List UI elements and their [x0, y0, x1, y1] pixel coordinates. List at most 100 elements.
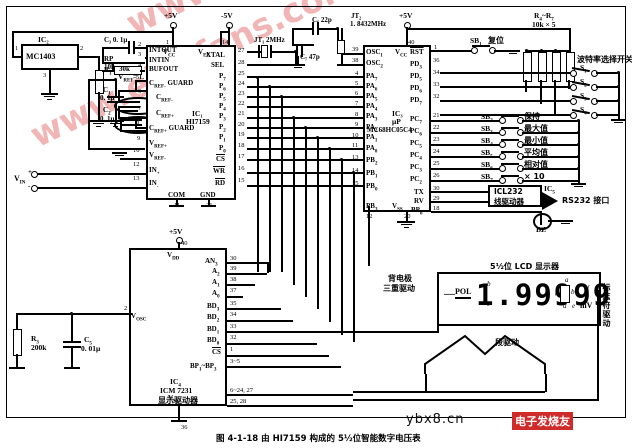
wire-vosc: [120, 313, 132, 315]
ic3-pinname-pc5: PC5: [410, 139, 422, 150]
lcd-seg-d: d: [563, 302, 567, 310]
node-rbank-1: [525, 49, 528, 52]
ic1-part: HI7159: [186, 117, 210, 126]
wire-r3-up: [16, 313, 18, 329]
ic1-pinname-wr: WR: [213, 167, 226, 175]
ic1-body: [146, 45, 236, 200]
wire-flag-drive-bottom: [353, 399, 599, 401]
wire-flag-drive: [597, 290, 599, 400]
wire-n5v-down: [228, 27, 230, 47]
wire-vref-cap-gnd: [115, 102, 117, 120]
site-logo: 电子发烧友: [512, 412, 573, 430]
lcd-panel: [437, 272, 601, 326]
node-rbank-3: [554, 49, 557, 52]
sb3-contact-left[interactable]: [499, 129, 506, 136]
wire-sb1-right: [494, 50, 513, 52]
wire-c6node-to-osc2: [337, 64, 363, 66]
ic4-desc: 显示驱动器: [158, 396, 198, 405]
ic1-pin-28: 28: [238, 59, 245, 66]
wire-c1-bl: [118, 106, 120, 118]
wire-bp6: [431, 211, 541, 213]
c7-label: C₇ 47p: [300, 53, 320, 61]
sb4-label: 最小值: [524, 136, 548, 145]
s4-contact-a[interactable]: [570, 112, 577, 119]
wire-sb2-line: [431, 120, 500, 122]
stub-ic1-8v: [135, 118, 137, 128]
stub-ic1-5: [135, 80, 146, 82]
r6-resistor: [552, 52, 561, 82]
ic4-vosc-name: VOSC: [131, 312, 147, 323]
sb5-contact-left[interactable]: [499, 153, 506, 160]
s2-contact-a[interactable]: [570, 84, 577, 91]
supply-label-n5v: -5V: [221, 11, 233, 20]
ic1-vee-name: VEE: [198, 48, 210, 59]
stub-ic4-1: [227, 355, 329, 357]
ic3-pin-38: 38: [352, 57, 359, 64]
ic3-pin-7: 7: [355, 100, 359, 107]
s3-contact-a[interactable]: [570, 98, 577, 105]
wire-c6-r: [318, 28, 338, 30]
wire-sb5-line: [431, 156, 500, 158]
wire-vref-down-p9: [88, 79, 90, 149]
sb4-contact-left[interactable]: [499, 141, 506, 148]
ic3-pin-11: 11: [352, 142, 359, 149]
ic1-pinname-crefm: CREF-: [156, 93, 173, 104]
wire-ic2-p3: [49, 70, 51, 94]
ic1-ref: IC₁: [192, 109, 203, 118]
wire-c7-down: [297, 56, 299, 64]
sb1-contact-left[interactable]: [471, 47, 478, 54]
c3-label: C₃ 0. 1μ: [104, 36, 128, 44]
rp-label: RP: [104, 55, 114, 63]
wire-backplane-down: [437, 295, 439, 332]
wire-sb-common: [578, 120, 580, 183]
flag-drive-label: 标志符驱动: [602, 283, 611, 328]
ic3-pinname-pc7: PC7: [410, 115, 422, 126]
s1-contact-a[interactable]: [570, 70, 577, 77]
wire-ic1-vee-h: [220, 31, 229, 33]
ic1-pin-19: 19: [238, 131, 245, 138]
ic4-pinname-a2: A2: [212, 267, 220, 278]
sb7-label: × 10: [524, 172, 545, 181]
wire-ic2-p1-up: [12, 31, 14, 57]
wire-sb4-right: [522, 144, 580, 146]
ic3-pinname-pc3: PC3: [410, 163, 422, 174]
ic3-pinname-pa3: PA3: [366, 112, 378, 123]
r-bank-label: R4~R7: [534, 11, 554, 23]
ic4-part: ICM 7231: [160, 386, 193, 395]
sb7-lever: [501, 175, 519, 177]
sb2-contact-left[interactable]: [499, 117, 506, 124]
wire-s3-line: [440, 100, 571, 102]
lcd-digits: 1.99999: [476, 278, 613, 312]
ic1-pinname-p6: P6: [219, 82, 226, 93]
stub-ic4-37: [227, 296, 243, 298]
ic3-pinname-osc2: OSC2: [366, 59, 383, 70]
backplane-label-2: 三重驱动: [383, 284, 415, 293]
c5-label: C5: [84, 335, 92, 347]
segment-drive-label: 段驱动: [495, 338, 519, 347]
stub-ic4-39: [227, 273, 241, 275]
stub-ic4-39b: [241, 273, 267, 275]
sb6-contact-left[interactable]: [499, 165, 506, 172]
jt2-crystal: [337, 40, 345, 54]
r4-resistor: [523, 52, 532, 82]
node-sw-s1: [617, 71, 620, 74]
supply-label-p5v-b: +5V: [399, 11, 413, 20]
ic4-pin-38: 38: [230, 276, 237, 283]
ic1-pinname-com: COM: [168, 191, 186, 199]
ic1-pin-21: 21: [238, 110, 245, 117]
jt2-label-1: JT₂: [351, 12, 362, 20]
ic3-pin-32: 32: [433, 93, 440, 100]
ic1-pin-22: 22: [238, 100, 245, 107]
wire-s2-out: [596, 86, 620, 88]
wire-vin-minus: [37, 187, 146, 189]
ic1-pinname-p1: P1: [219, 133, 226, 144]
wire-vin-plus: [37, 173, 146, 175]
ic1-pinname-crefp: CREF+: [156, 109, 174, 120]
stub-ic1-5v: [135, 80, 137, 90]
sb7-contact-left[interactable]: [499, 177, 506, 184]
ic1-pin-9: 9: [137, 135, 141, 142]
ic1-pinname-vrefm: VREF-: [149, 151, 166, 162]
ic4-pin-25-28: 25, 28: [230, 398, 247, 405]
ic3-pinname-pa0: PA0: [366, 144, 378, 155]
